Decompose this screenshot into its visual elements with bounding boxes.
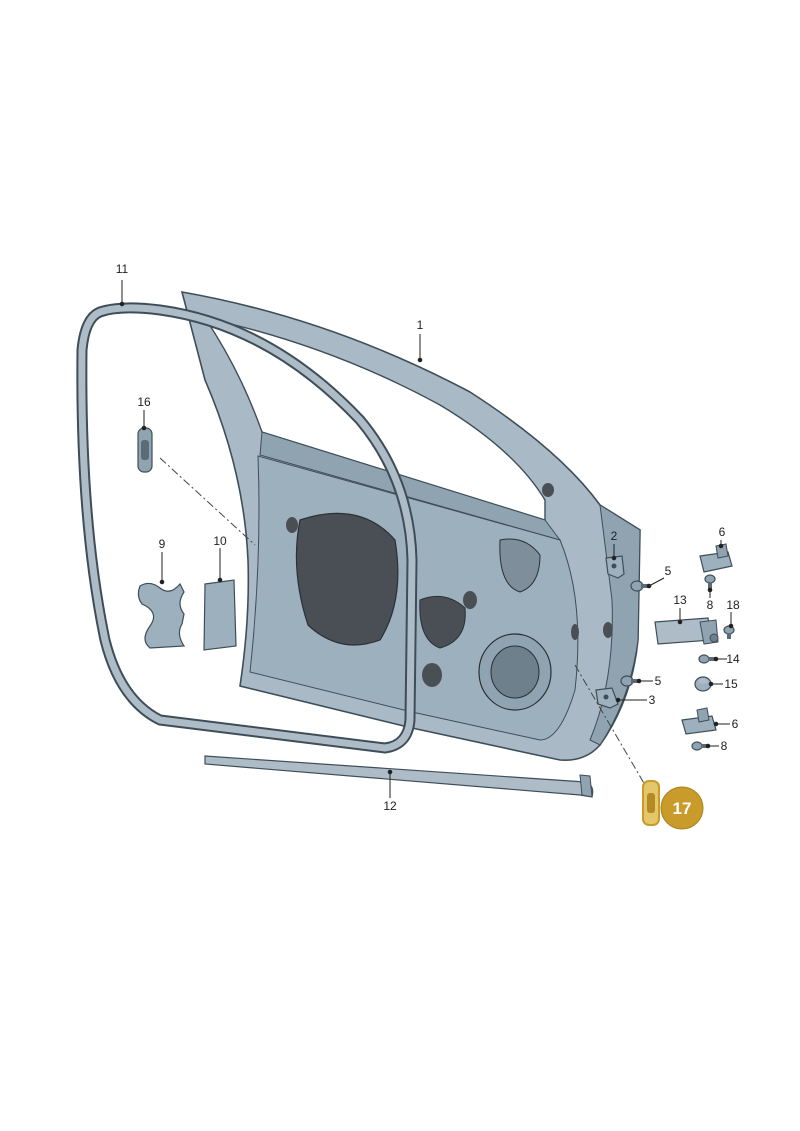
part-14-bolt [698,654,716,664]
part-9-damping-pad [137,582,186,649]
callout-6-upper: 6 [719,525,726,539]
callout-12: 12 [383,799,397,813]
part-5-bolt-b [620,675,639,687]
callouts [119,280,734,798]
callout-14: 14 [726,652,740,666]
callout-18: 18 [726,598,740,612]
callout-13: 13 [673,593,687,607]
sill-strip [204,755,594,798]
callout-2: 2 [611,529,618,543]
callout-5-upper: 5 [665,564,672,578]
callout-6-lower: 6 [732,717,739,731]
part-2-bracket [605,555,625,579]
callout-5-lower: 5 [655,674,662,688]
part-13-door-check [654,617,719,645]
leader-17-dashdot [574,664,646,786]
part-6-hinge-b [681,707,717,735]
callout-17-label: 17 [673,799,692,818]
part-8-bolt-a [704,574,716,589]
part-16-clip [137,427,153,473]
part-5-bolt-a [630,580,649,592]
part-8-bolt-b [691,741,708,751]
callout-8-upper: 8 [707,598,714,612]
part-17-buffer [642,780,660,826]
callout-10: 10 [213,534,227,548]
callout-1: 1 [417,318,424,332]
callout-17-highlight[interactable]: 17 [660,786,704,830]
part-18-screw [723,625,735,639]
part-10-pad [203,579,237,651]
part-3-bracket [595,687,619,709]
callout-15: 15 [724,677,738,691]
leader-16-dashdot [159,457,256,546]
callout-3: 3 [649,693,656,707]
callout-8-lower: 8 [721,739,728,753]
part-6-hinge-a [699,543,733,573]
callout-11: 11 [116,262,129,276]
callout-16: 16 [137,395,151,409]
door-seal [76,302,418,754]
callout-9: 9 [159,537,166,551]
part-15-cap [694,676,712,692]
